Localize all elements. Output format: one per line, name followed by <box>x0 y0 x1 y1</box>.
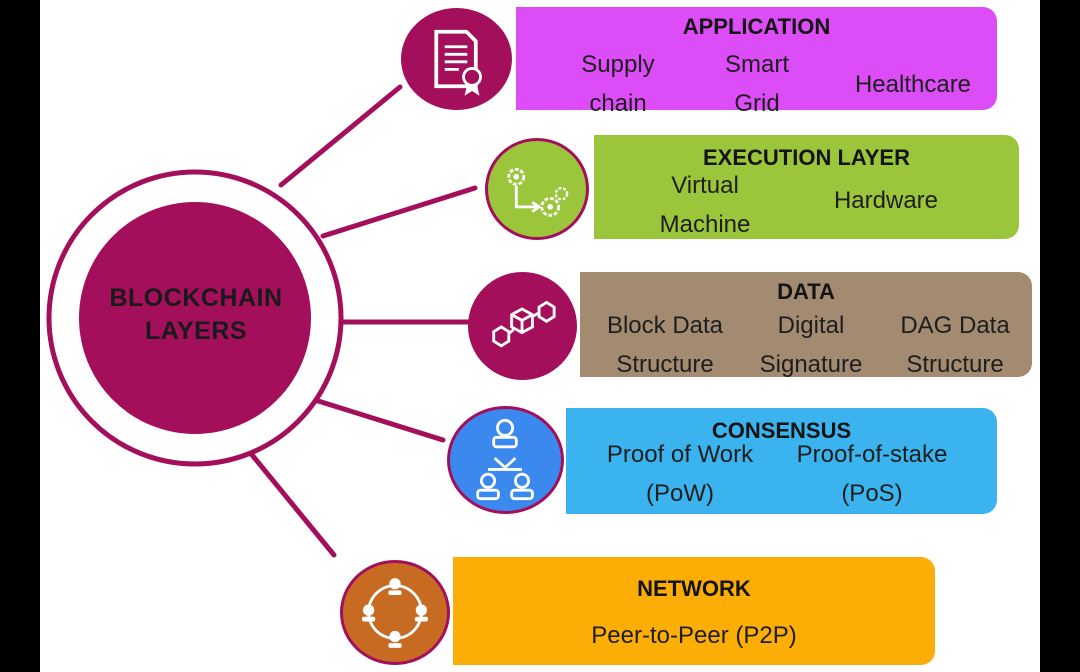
consensus-box: CONSENSUS Proof of Work(PoW) Proof-of-st… <box>566 408 997 514</box>
execution-item-hardware: Hardware <box>833 187 939 214</box>
network-item-peer-to-peer: Peer-to-Peer (P2P) <box>591 622 797 649</box>
consensus-item-proof-of-work: Proof of Work(PoW) <box>606 441 754 507</box>
connector-lines <box>46 84 478 558</box>
peer-network-icon <box>340 560 450 665</box>
connector-consensus <box>312 397 446 443</box>
network-box: NETWORK Peer-to-Peer (P2P) <box>453 557 935 665</box>
hub-label: BLOCKCHAIN LAYERS <box>86 282 306 348</box>
hub-label-line2: LAYERS <box>144 317 248 345</box>
hub-label-line1: BLOCKCHAIN <box>109 284 283 312</box>
connector-application <box>278 84 403 188</box>
connector-execution <box>320 185 478 239</box>
data-title: DATA <box>777 279 835 304</box>
application-title: APPLICATION <box>682 14 831 39</box>
execution-title: EXECUTION LAYER <box>702 145 910 170</box>
consensus-title: CONSENSUS <box>711 418 852 443</box>
application-item-healthcare: Healthcare <box>854 71 972 98</box>
gears-process-icon <box>485 138 589 240</box>
consensus-item-proof-of-stake: Proof-of-stake(PoS) <box>796 441 948 507</box>
certificate-document-icon <box>401 8 512 110</box>
consensus-people-icon <box>447 406 564 514</box>
hub-circle <box>79 202 311 434</box>
connector-network <box>245 447 337 558</box>
network-title: NETWORK <box>637 576 751 601</box>
linked-blocks-icon <box>468 272 577 380</box>
